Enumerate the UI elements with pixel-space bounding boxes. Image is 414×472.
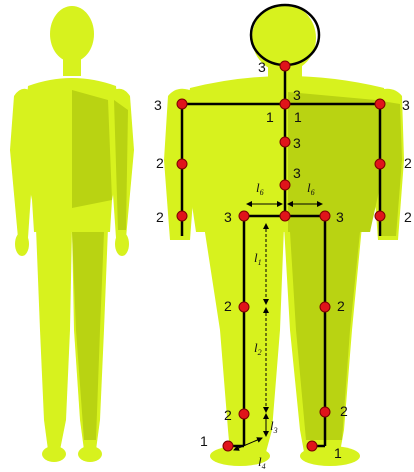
- label-spine-lower: 3: [293, 165, 301, 181]
- label-head: 3: [258, 59, 266, 75]
- shoulder-left-joint: [177, 99, 187, 109]
- label-hip-left: 3: [224, 209, 232, 225]
- label-hip-right: 3: [336, 209, 344, 225]
- hip-right-joint: [320, 211, 330, 221]
- ankle-left-joint: [239, 409, 249, 419]
- label-elbow-right: 2: [404, 155, 412, 171]
- length-foot-vertical: l3: [270, 418, 278, 435]
- ankle-right-joint: [320, 407, 330, 417]
- label-elbow-left: 2: [156, 155, 164, 171]
- label-wrist-left: 2: [156, 209, 164, 225]
- plain-mannequin: [10, 6, 134, 462]
- label-toe-right: 1: [334, 445, 342, 461]
- label-spine-upper: 3: [293, 135, 301, 151]
- toe-left-joint: [223, 441, 233, 451]
- label-knee-left: 2: [224, 298, 232, 314]
- toe-right-joint: [307, 441, 317, 451]
- label-neck-left: 1: [266, 109, 274, 125]
- label-shoulder-left: 3: [154, 97, 162, 113]
- hip-center-joint: [280, 211, 290, 221]
- label-wrist-right: 2: [404, 209, 412, 225]
- neck-joint: [280, 99, 290, 109]
- wrist-right-joint: [375, 211, 385, 221]
- elbow-left-joint: [177, 159, 187, 169]
- label-neck-right: 1: [294, 109, 302, 125]
- label-ankle-left: 2: [224, 407, 232, 423]
- skeleton-mannequin: 3 3 3 1 1 3 3 3 2 2 2 2 3 3 2 2 2 2 1 1 …: [154, 4, 412, 471]
- skeleton-shading: [288, 92, 402, 440]
- spine-upper-joint: [280, 137, 290, 147]
- head-joint: [280, 61, 290, 71]
- elbow-right-joint: [375, 159, 385, 169]
- mannequin-body: [10, 6, 134, 462]
- label-ankle-right: 2: [340, 403, 348, 419]
- hip-left-joint: [239, 211, 249, 221]
- label-shoulder-right: 3: [402, 97, 410, 113]
- label-toe-left: 1: [200, 433, 208, 449]
- wrist-left-joint: [177, 211, 187, 221]
- spine-lower-joint: [280, 180, 290, 190]
- knee-left-joint: [239, 302, 249, 312]
- shoulder-right-joint: [375, 99, 385, 109]
- knee-right-joint: [320, 302, 330, 312]
- label-neck-top: 3: [293, 87, 301, 103]
- label-knee-right: 2: [337, 298, 345, 314]
